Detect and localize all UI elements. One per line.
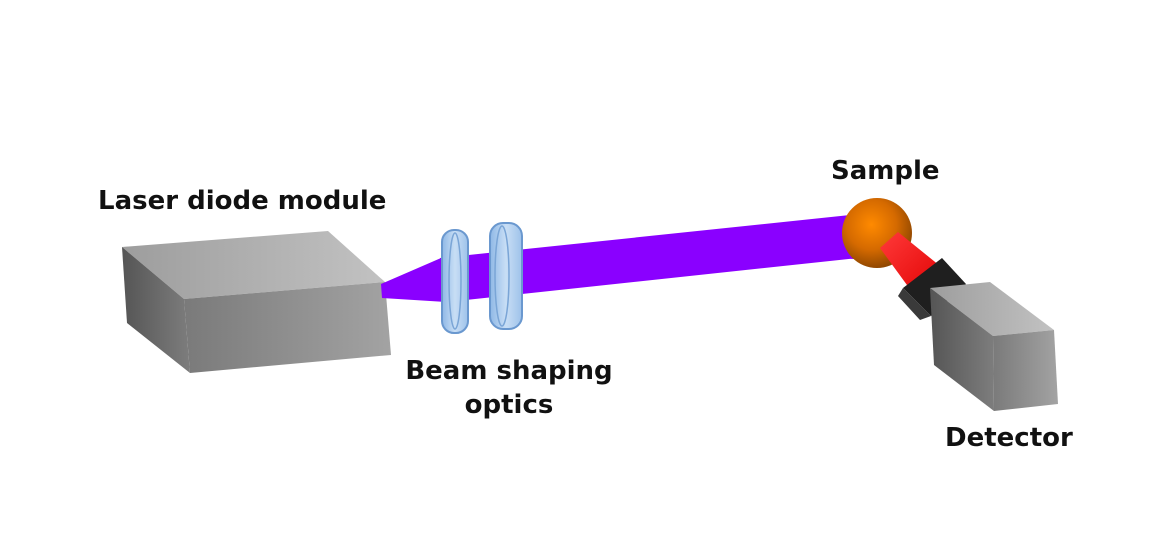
laser-box-side (122, 247, 190, 373)
detector-box (930, 282, 1058, 411)
beam-shaping-optics-label: Beam shaping optics (400, 354, 618, 422)
laser-diode-module-box (122, 231, 391, 373)
sample-label: Sample (831, 156, 940, 186)
detector-label: Detector (945, 423, 1073, 453)
laser-cone (381, 258, 446, 302)
laser-box-front (184, 282, 391, 373)
beam-shaping-optics-line2: optics (464, 390, 554, 420)
lens-1 (441, 229, 469, 334)
lens-2 (489, 222, 523, 330)
detector-box-top (930, 282, 1054, 336)
beam-shaping-optics-line1: Beam shaping (405, 356, 613, 386)
detector-collar (903, 258, 966, 316)
laser-diode-module-label: Laser diode module (98, 186, 387, 216)
laser-box-top (122, 231, 385, 299)
detector-box-side (930, 288, 994, 411)
detector-box-front (993, 330, 1058, 411)
